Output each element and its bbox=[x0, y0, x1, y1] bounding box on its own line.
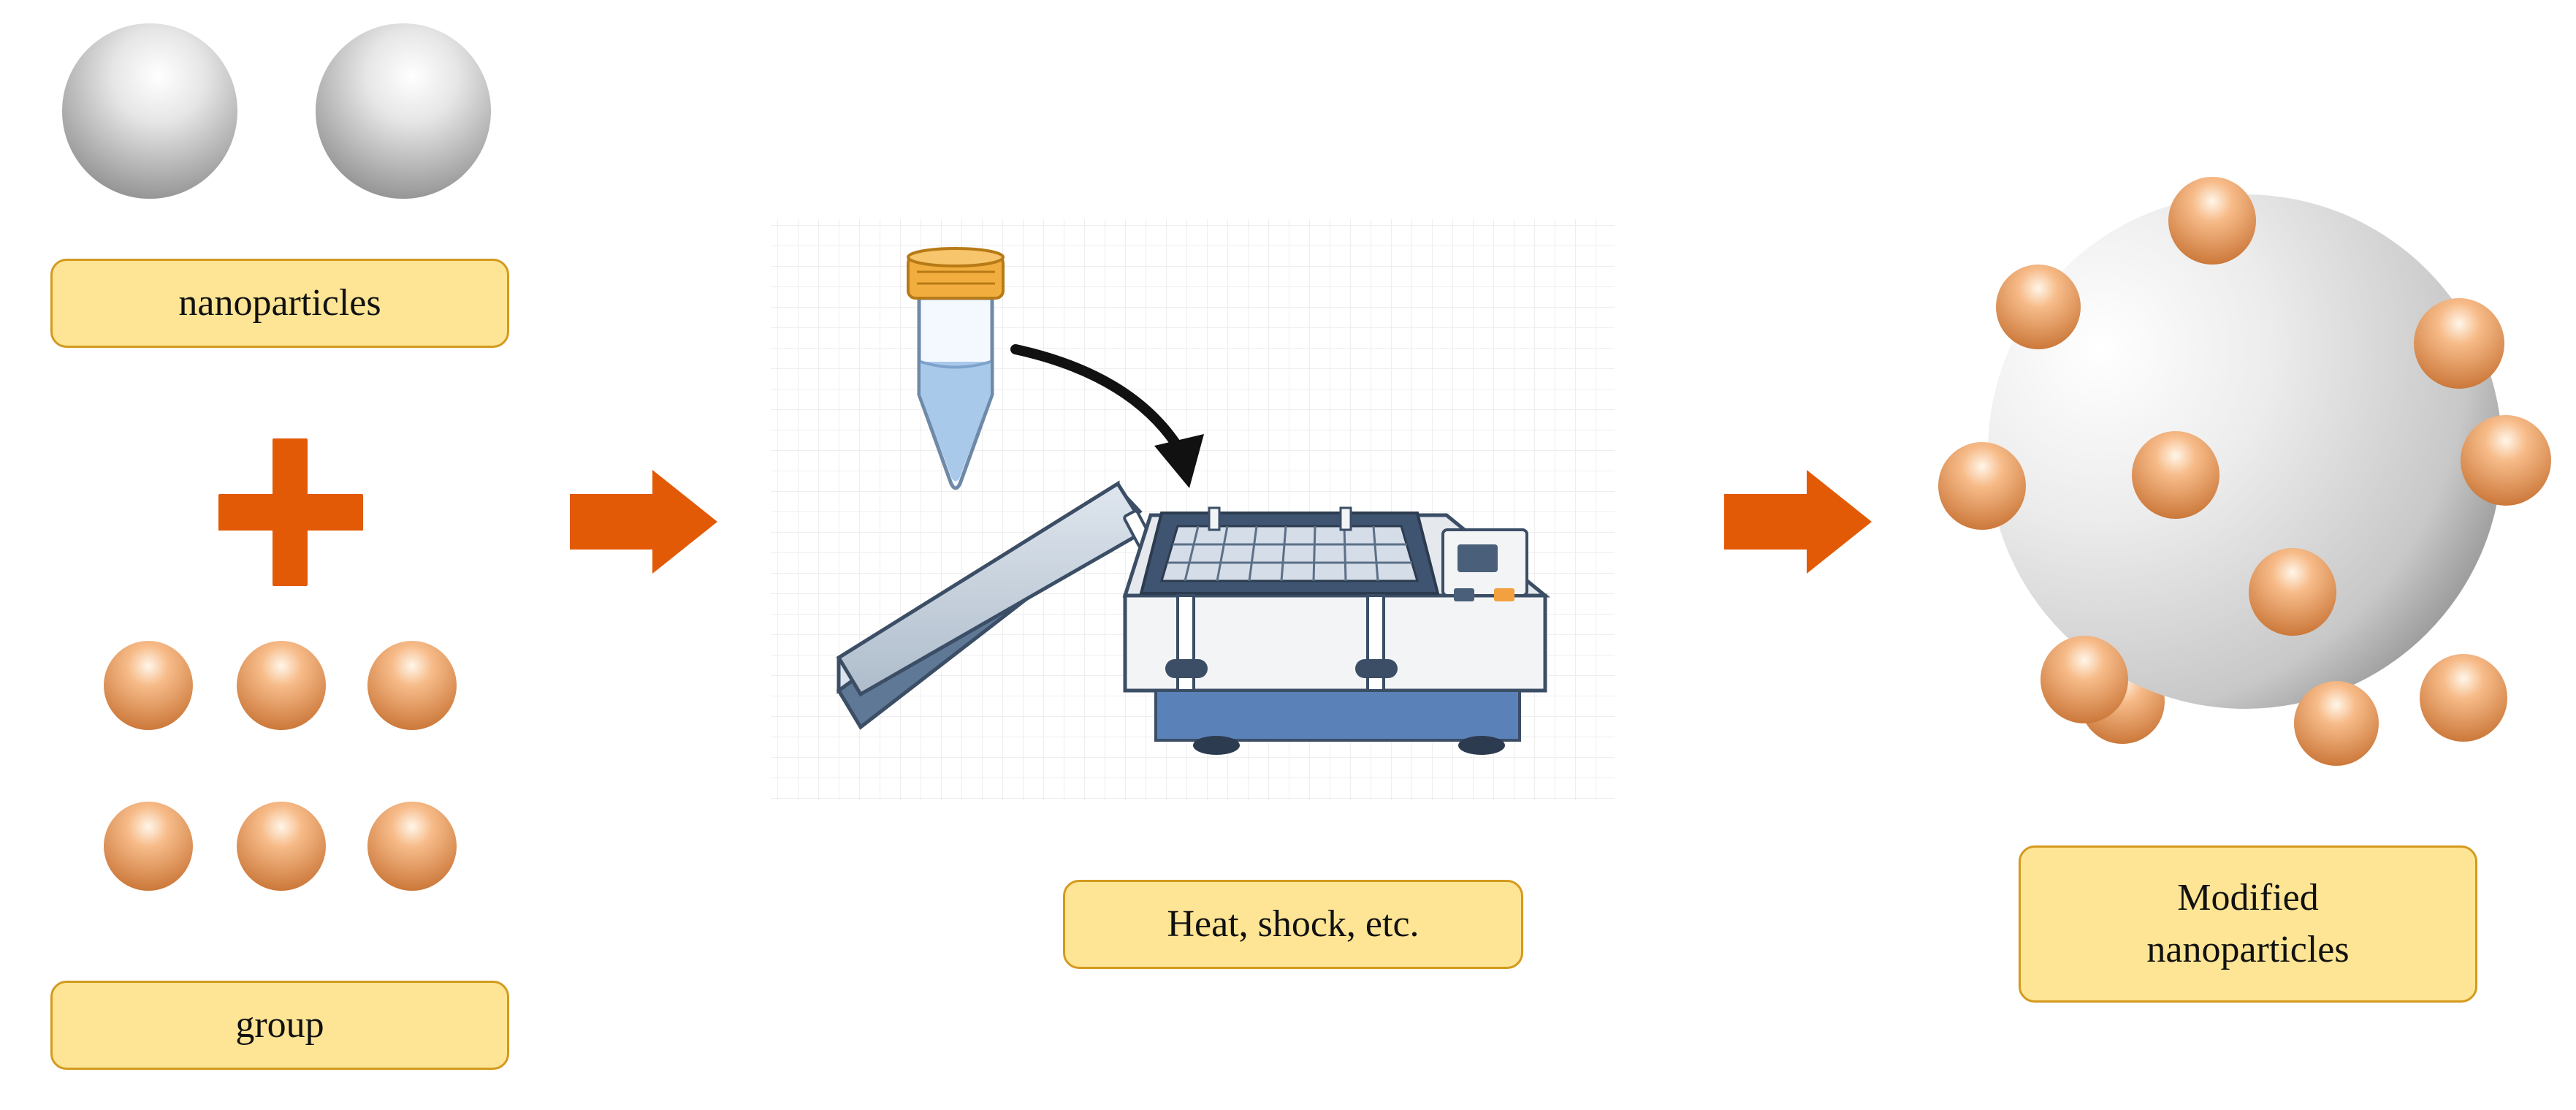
label-process: Heat, shock, etc. bbox=[1063, 880, 1523, 969]
surface-bead bbox=[1938, 442, 2026, 530]
label-result-text: Modified nanoparticles bbox=[2146, 877, 2350, 970]
curved-arrow-icon bbox=[1010, 344, 1204, 488]
surface-bead bbox=[2294, 681, 2379, 766]
group-bead bbox=[237, 802, 326, 891]
surface-bead bbox=[1996, 265, 2081, 349]
shaker-incubator-icon bbox=[836, 480, 1551, 755]
label-nanoparticles: nanoparticles bbox=[50, 259, 509, 348]
modified-nanoparticle bbox=[1938, 177, 2551, 766]
label-result: Modified nanoparticles bbox=[2019, 845, 2477, 1003]
surface-bead bbox=[2249, 548, 2336, 636]
surface-bead bbox=[2414, 298, 2504, 389]
surface-bead bbox=[2420, 654, 2507, 742]
label-group: group bbox=[50, 981, 509, 1070]
group-bead bbox=[104, 802, 193, 891]
group-bead bbox=[367, 641, 457, 730]
lab-process-illustration bbox=[771, 219, 1615, 800]
surface-bead bbox=[2168, 177, 2256, 265]
label-nanoparticles-text: nanoparticles bbox=[178, 281, 381, 324]
nanoparticle-sphere bbox=[316, 23, 491, 199]
label-group-text: group bbox=[235, 1003, 324, 1046]
nanoparticle-spheres bbox=[62, 23, 491, 199]
right-arrow-icon bbox=[570, 470, 717, 574]
plus-icon bbox=[218, 438, 363, 586]
centrifuge-tube-icon bbox=[907, 247, 1005, 490]
nanoparticle-sphere bbox=[62, 23, 237, 199]
surface-bead bbox=[2461, 415, 2551, 506]
group-beads bbox=[104, 641, 457, 891]
core-sphere bbox=[1988, 194, 2502, 709]
label-process-text: Heat, shock, etc. bbox=[1167, 902, 1420, 945]
group-bead bbox=[104, 641, 193, 730]
surface-bead bbox=[2132, 431, 2219, 519]
group-bead bbox=[367, 802, 457, 891]
group-bead bbox=[237, 641, 326, 730]
right-arrow-icon bbox=[1724, 470, 1872, 574]
surface-bead bbox=[2040, 636, 2128, 723]
